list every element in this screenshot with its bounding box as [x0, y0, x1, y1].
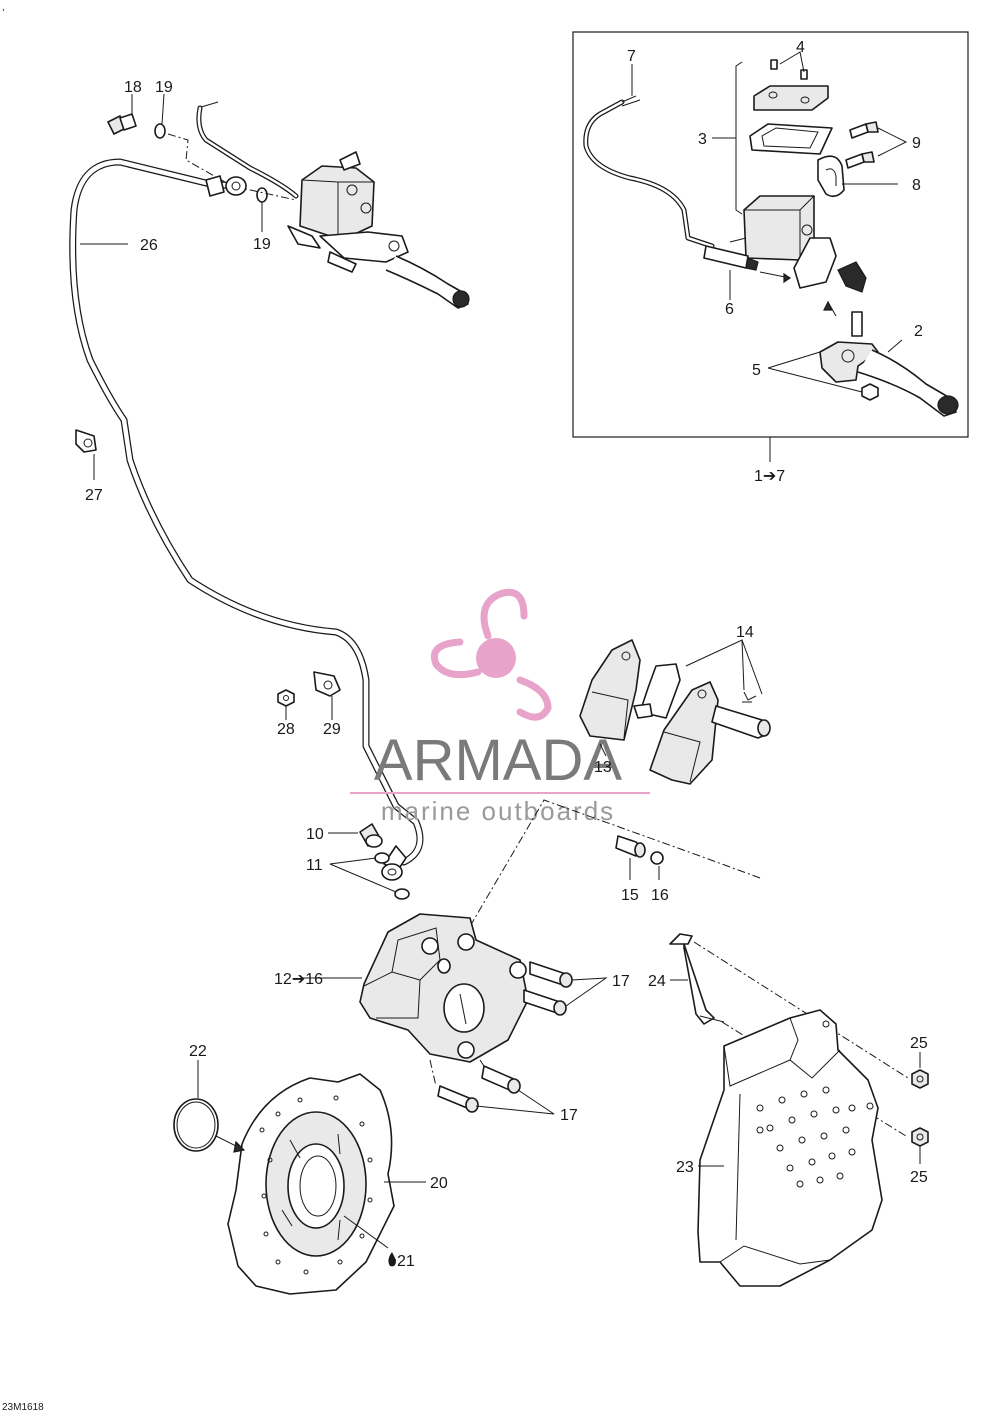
- callout-19a: 19: [155, 79, 173, 96]
- disc-guard-bracket: [669, 933, 725, 1025]
- callout-8: 8: [912, 177, 921, 194]
- callout-2: 2: [914, 323, 923, 340]
- callout-labels: 2 3 4 5 6 7 8 9 10 11 12➔16 13 14 15 16 …: [85, 39, 928, 1270]
- hose-clip-28-29: [277, 671, 341, 720]
- callout-3: 3: [698, 131, 707, 148]
- callout-17a: 17: [612, 973, 630, 990]
- callout-12: 12➔16: [274, 971, 323, 988]
- watermark-tagline: marine outboards: [381, 796, 615, 826]
- master-cylinder-inset: [729, 195, 837, 289]
- handlebar-clamp: [817, 155, 898, 198]
- callout-13: 13: [594, 759, 612, 776]
- banjo-bolt-18: [107, 94, 137, 135]
- brake-light-switch: [703, 245, 792, 300]
- callout-20: 20: [430, 1175, 448, 1192]
- callout-18: 18: [124, 79, 142, 96]
- top-mark: ,: [2, 2, 5, 13]
- callout-29: 29: [323, 721, 341, 738]
- callout-5: 5: [752, 362, 761, 379]
- master-cylinder-assembly: [196, 101, 470, 309]
- callout-17b: 17: [560, 1107, 578, 1124]
- callout-15: 15: [621, 887, 639, 904]
- callout-25a: 25: [910, 1035, 928, 1052]
- dust-boot: [837, 261, 867, 293]
- callout-25b: 25: [910, 1169, 928, 1186]
- brake-caliper: [302, 913, 529, 1063]
- hose-clip-27: [75, 429, 97, 480]
- callout-10: 10: [306, 826, 324, 843]
- callout-11: 11: [306, 857, 323, 874]
- sealing-washers: [154, 93, 268, 232]
- brake-disc: [227, 1073, 426, 1295]
- brake-switch-wire: [583, 64, 715, 249]
- callout-22: 22: [189, 1043, 207, 1060]
- callout-24: 24: [648, 973, 666, 990]
- loctite-drop-icon: [388, 1252, 396, 1267]
- document-code: 23M1618: [2, 1402, 44, 1413]
- bleeder-15-16: [615, 835, 664, 880]
- callout-28: 28: [277, 721, 295, 738]
- clamp-screws: [845, 121, 908, 169]
- callout-9: 9: [912, 135, 921, 152]
- propeller-logo: [431, 588, 552, 721]
- callout-21: 21: [397, 1253, 415, 1270]
- brake-pads: [579, 639, 771, 785]
- brake-lever-inset: [819, 339, 959, 417]
- brake-hose: [69, 158, 424, 881]
- callout-6: 6: [725, 301, 734, 318]
- callout-26: 26: [140, 237, 158, 254]
- callout-27: 27: [85, 487, 103, 504]
- callout-4: 4: [796, 39, 805, 56]
- callout-16: 16: [651, 887, 669, 904]
- armada-watermark: ARMADA marine outboards: [350, 588, 650, 826]
- watermark-brand: ARMADA: [374, 728, 622, 793]
- reservoir-cover-screws: [770, 51, 808, 80]
- inset-box: 1➔7: [572, 31, 969, 485]
- caliper-bolts: [429, 961, 608, 1115]
- fitting-10-11: [328, 823, 410, 900]
- o-ring: [173, 1060, 246, 1153]
- callout-7: 7: [627, 48, 636, 65]
- inset-reference-label: 1➔7: [754, 468, 785, 485]
- callout-23: 23: [676, 1159, 694, 1176]
- callout-19b: 19: [253, 236, 271, 253]
- reservoir-cover: [753, 85, 829, 111]
- guard-nuts: [911, 1052, 929, 1164]
- pivot-nut: [861, 383, 879, 401]
- disc-guard: [697, 1009, 883, 1287]
- callout-14: 14: [736, 624, 754, 641]
